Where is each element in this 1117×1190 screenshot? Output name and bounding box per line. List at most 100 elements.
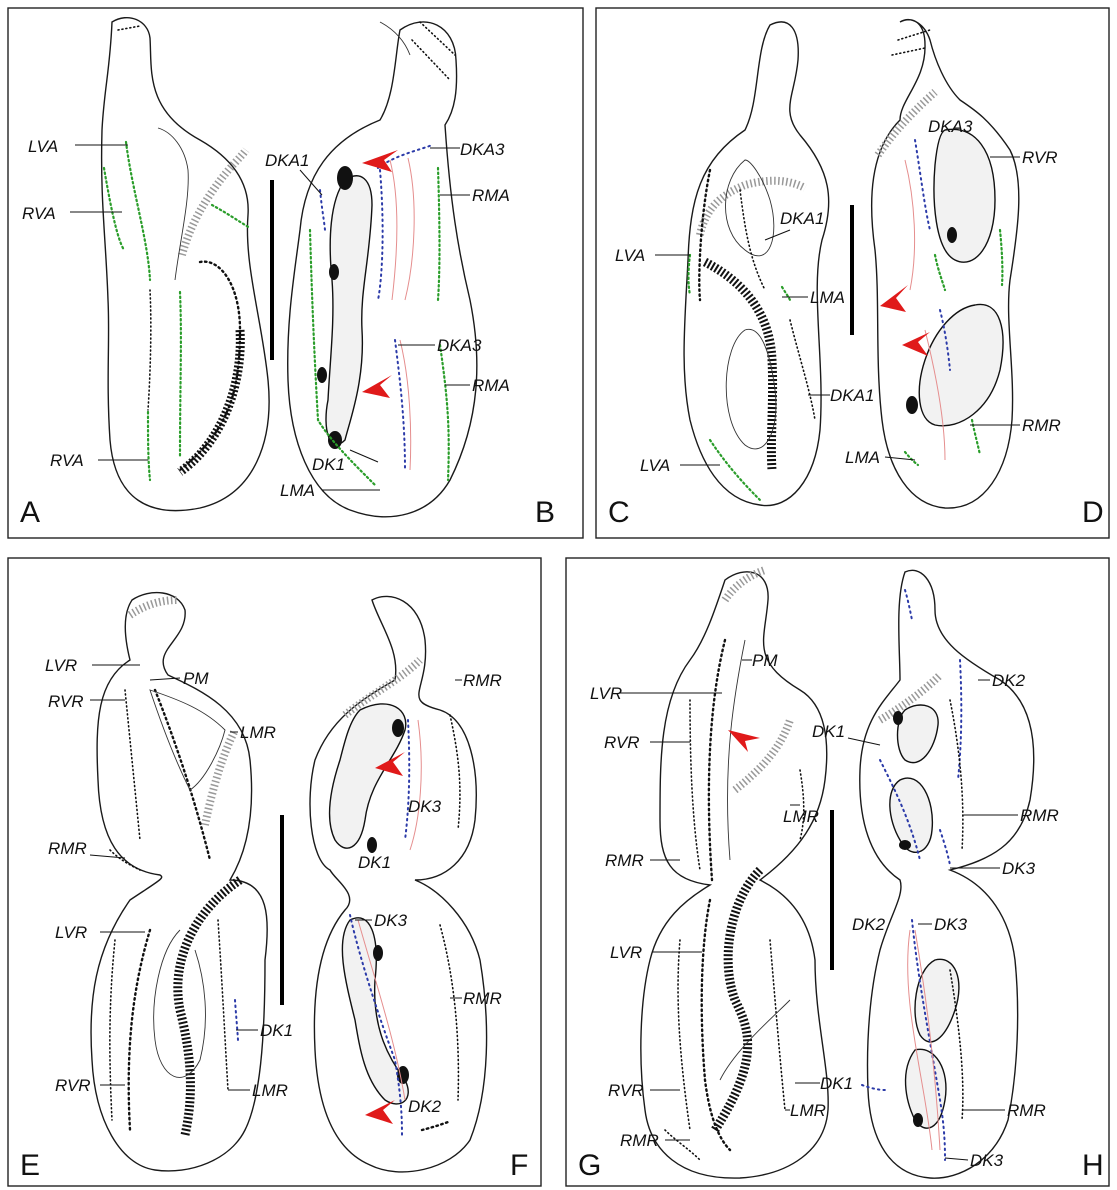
cell-outline-d bbox=[872, 20, 1019, 508]
row-c3 bbox=[790, 320, 815, 420]
pink-line-f1 bbox=[410, 720, 421, 850]
pink-line-b2 bbox=[405, 158, 414, 300]
arrowhead-b2 bbox=[362, 375, 392, 398]
panel-letter-a: A bbox=[20, 496, 40, 529]
dk-row-b1 bbox=[378, 170, 383, 300]
leader-dka1-b bbox=[300, 170, 322, 195]
rma-row-a bbox=[180, 292, 181, 458]
label-rma-b2: RMA bbox=[472, 376, 510, 395]
adoral-zone-g bbox=[715, 870, 760, 1130]
macronucleus-h2 bbox=[890, 778, 933, 852]
label-dk1-e: DK1 bbox=[260, 1021, 293, 1040]
label-dk2-f: DK2 bbox=[408, 1097, 442, 1116]
label-lvr-g2: LVR bbox=[610, 943, 642, 962]
label-lma-c: LMA bbox=[810, 288, 845, 307]
lvr-row-e2 bbox=[129, 930, 150, 1130]
label-dk3-f2: DK3 bbox=[374, 911, 408, 930]
label-dk2-h2: DK2 bbox=[852, 915, 886, 934]
label-rmr-e: RMR bbox=[48, 839, 87, 858]
label-lmr-e2: LMR bbox=[252, 1081, 288, 1100]
label-dk1-h2: DK1 bbox=[820, 1074, 853, 1093]
label-dk1-h1: DK1 bbox=[812, 722, 845, 741]
cell-outline-a bbox=[102, 18, 269, 511]
label-dka1-c2: DKA1 bbox=[830, 386, 874, 405]
label-rmr-d: RMR bbox=[1022, 416, 1061, 435]
label-dk1-b: DK1 bbox=[312, 455, 345, 474]
macronucleus-h4 bbox=[906, 1049, 946, 1128]
lmr-row-g1 bbox=[800, 770, 804, 840]
label-rmr-g1: RMR bbox=[605, 851, 644, 870]
label-dk3-h2: DK3 bbox=[934, 915, 968, 934]
panel-letter-g: G bbox=[578, 1149, 601, 1182]
label-dk3-h3: DK3 bbox=[970, 1151, 1004, 1170]
dk1-row-e bbox=[235, 1000, 238, 1040]
rmr-row-f2 bbox=[440, 925, 458, 1100]
dka3-row-d1 bbox=[915, 140, 930, 230]
rmr-row-g2 bbox=[665, 1130, 700, 1160]
label-lvr-e1: LVR bbox=[45, 656, 77, 675]
label-dk2-h1: DK2 bbox=[992, 671, 1026, 690]
label-lva-c1: LVA bbox=[615, 246, 645, 265]
row-f-end bbox=[422, 1122, 448, 1130]
label-rmr-h1: RMR bbox=[1020, 806, 1059, 825]
label-lma-d: LMA bbox=[845, 448, 880, 467]
green-row-d1 bbox=[935, 255, 945, 290]
label-dk3-f1: DK3 bbox=[408, 797, 442, 816]
midline-row-a bbox=[148, 290, 151, 410]
lma-row-d bbox=[905, 452, 918, 465]
leader-dk3-h3 bbox=[945, 1158, 968, 1160]
macronucleus-b bbox=[326, 176, 372, 445]
micronucleus-h1 bbox=[893, 711, 903, 725]
dka1-row-b bbox=[320, 190, 325, 230]
apical-row-a bbox=[118, 26, 140, 30]
label-pm-g: PM bbox=[752, 651, 778, 670]
short-row-a bbox=[212, 205, 250, 228]
label-lma-b: LMA bbox=[280, 481, 315, 500]
macronucleus-d2 bbox=[919, 304, 1003, 425]
panel-letter-c: C bbox=[608, 496, 630, 529]
label-lva-a: LVA bbox=[28, 137, 58, 156]
rvr-row-g1 bbox=[690, 700, 700, 870]
label-lmr-g2: LMR bbox=[790, 1101, 826, 1120]
panel-letter-e: E bbox=[20, 1149, 40, 1182]
label-dka3-b1: DKA3 bbox=[460, 140, 505, 159]
leader-dka1-c1 bbox=[765, 230, 790, 240]
pink-line-d1 bbox=[905, 160, 915, 290]
label-dka1-b: DKA1 bbox=[265, 151, 309, 170]
buccal-g2 bbox=[720, 1000, 790, 1080]
pink-line-b1 bbox=[390, 160, 397, 300]
arrowhead-d2 bbox=[902, 332, 930, 356]
label-rmr-h2: RMR bbox=[1007, 1101, 1046, 1120]
label-rvr-e2: RVR bbox=[55, 1076, 91, 1095]
buccal-cavity-c bbox=[725, 160, 773, 256]
micronucleus-b2 bbox=[329, 264, 339, 280]
cell-outline-g bbox=[641, 572, 828, 1178]
panel-letter-h: H bbox=[1082, 1149, 1104, 1182]
rvr-row-g2 bbox=[678, 940, 690, 1130]
rma-row-b1 bbox=[438, 168, 440, 300]
membranelles-d bbox=[878, 92, 935, 155]
label-rvr-g1: RVR bbox=[604, 733, 640, 752]
label-lvr-g1: LVR bbox=[590, 684, 622, 703]
rmr-row-f1 bbox=[450, 715, 460, 830]
panel-letter-d: D bbox=[1082, 496, 1104, 529]
lmr-row-g2 bbox=[770, 940, 785, 1110]
dk2-row-h1 bbox=[905, 590, 912, 620]
label-lmr-g1: LMR bbox=[783, 807, 819, 826]
lva-row-c1 bbox=[689, 255, 691, 295]
label-lmr-e1: LMR bbox=[240, 723, 276, 742]
label-rvr-d: RVR bbox=[1022, 148, 1058, 167]
label-rmr-g2: RMR bbox=[620, 1131, 659, 1150]
lvr-row-g1 bbox=[709, 640, 725, 880]
label-dka1-c1: DKA1 bbox=[780, 209, 824, 228]
label-rmr-f2: RMR bbox=[463, 989, 502, 1008]
label-lvr-e2: LVR bbox=[55, 923, 87, 942]
arrowhead-b1 bbox=[362, 150, 398, 172]
label-pm-e: PM bbox=[183, 669, 209, 688]
micronucleus-h3 bbox=[913, 1113, 923, 1127]
green-row-d2 bbox=[1000, 230, 1002, 285]
panel-letter-b: B bbox=[535, 496, 555, 529]
rma-row-b2 bbox=[440, 345, 449, 480]
label-dka3-d: DKA3 bbox=[928, 117, 973, 136]
